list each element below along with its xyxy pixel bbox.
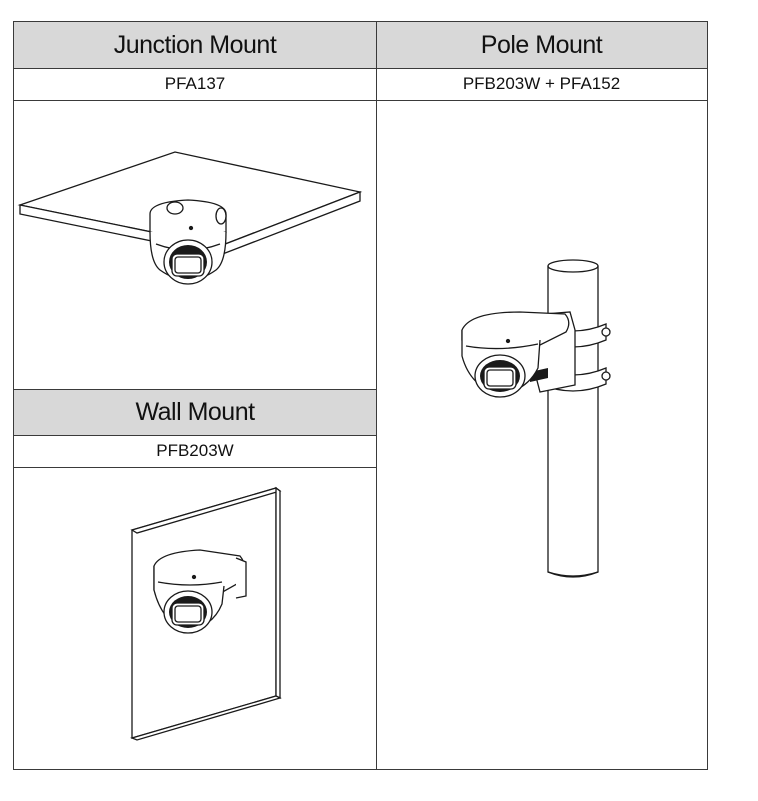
pole-model-label: PFB203W + PFA152 xyxy=(462,74,621,93)
pole-mount-header: Pole Mount xyxy=(376,22,707,68)
mount-options-table: Junction Mount Pole Mount PFA137 PFB203W… xyxy=(13,21,708,770)
wall-mount-model: PFB203W xyxy=(14,435,376,467)
column-divider xyxy=(376,22,377,769)
wall-mount-title: Wall Mount xyxy=(135,397,255,426)
junction-mount-model: PFA137 xyxy=(14,68,376,100)
row-divider xyxy=(14,100,707,101)
wall-mount-header: Wall Mount xyxy=(14,389,376,435)
row-divider xyxy=(14,389,376,390)
row-divider xyxy=(14,435,376,436)
junction-model-label: PFA137 xyxy=(164,74,226,93)
row-divider xyxy=(14,467,376,468)
pole-mount-title: Pole Mount xyxy=(480,30,603,59)
row-divider xyxy=(14,68,707,69)
junction-mount-header: Junction Mount xyxy=(14,22,376,68)
wall-model-label: PFB203W xyxy=(156,441,234,460)
pole-mount-model: PFB203W + PFA152 xyxy=(376,68,707,100)
junction-mount-title: Junction Mount xyxy=(113,30,277,59)
